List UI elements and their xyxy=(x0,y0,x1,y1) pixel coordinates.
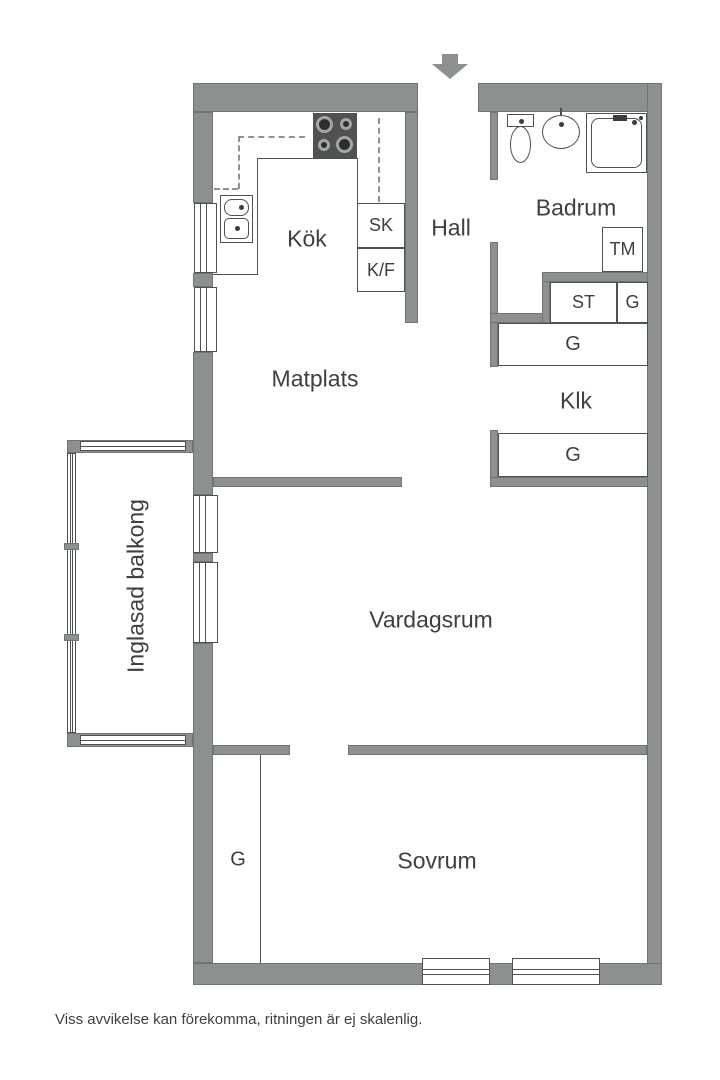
balcony-mullion xyxy=(64,634,79,641)
upper-cabinet-outline xyxy=(214,188,238,190)
wardrobe-label: G xyxy=(565,443,581,466)
counter-edge xyxy=(257,158,357,159)
window xyxy=(422,958,490,985)
cleaning-closet: ST xyxy=(550,282,617,323)
room-label-living: Vardagsrum xyxy=(369,606,493,633)
cleaning-closet-label: ST xyxy=(571,292,595,312)
room-label-kitchen: Kök xyxy=(287,225,327,252)
washing-machine: TM xyxy=(602,227,643,272)
cabinet-sk-label: SK xyxy=(368,215,393,235)
room-label-dining: Matplats xyxy=(271,365,359,392)
closet-partition xyxy=(260,755,261,963)
wall-segment xyxy=(647,83,662,985)
toilet-bowl xyxy=(510,126,531,163)
wall-segment xyxy=(490,112,498,180)
upper-cabinet-outline xyxy=(378,118,380,202)
upper-cabinet-outline xyxy=(238,136,240,189)
wall-segment xyxy=(213,745,290,755)
wall-segment xyxy=(193,83,418,112)
wall-segment xyxy=(405,112,418,323)
disclaimer-text: Viss avvikelse kan förekomma, ritningen … xyxy=(55,1011,423,1028)
wall-segment xyxy=(490,242,498,367)
wall-segment xyxy=(193,352,213,495)
wardrobe: G xyxy=(498,323,648,366)
window xyxy=(194,203,217,273)
wall-segment xyxy=(542,272,648,282)
room-label-bathroom: Badrum xyxy=(535,194,617,221)
wall-segment xyxy=(213,477,402,487)
washing-machine-label: TM xyxy=(609,239,636,259)
shower xyxy=(586,113,647,173)
wardrobe-label: G xyxy=(230,848,246,871)
window xyxy=(512,958,600,985)
balcony-glazing xyxy=(80,441,186,451)
wall-segment xyxy=(490,313,550,323)
upper-cabinet-outline xyxy=(238,136,305,138)
cabinet-kf-label: K/F xyxy=(366,259,395,280)
room-label-bedroom: Sovrum xyxy=(397,847,477,874)
stove xyxy=(313,113,357,158)
room-label-closet: Klk xyxy=(560,387,592,414)
wall-segment xyxy=(348,745,647,755)
balcony-glazing xyxy=(80,735,186,745)
balcony-glazing xyxy=(67,453,76,733)
wardrobe: G xyxy=(498,433,648,477)
wall-segment xyxy=(478,83,662,112)
counter-edge xyxy=(257,158,258,274)
window xyxy=(193,562,218,643)
wardrobe: G xyxy=(617,282,648,323)
cabinet-sk: SK xyxy=(357,203,405,248)
room-label-hall: Hall xyxy=(431,214,471,241)
wall-segment xyxy=(193,643,213,963)
cabinet-kf: K/F xyxy=(357,248,405,292)
window xyxy=(193,495,218,553)
window xyxy=(194,287,217,352)
washbasin-tap xyxy=(560,108,562,116)
wall-segment xyxy=(193,553,213,562)
balcony-mullion xyxy=(64,543,79,550)
washbasin xyxy=(542,115,580,149)
counter-edge xyxy=(213,274,258,275)
room-label-balcony: Inglasad balkong xyxy=(122,499,149,673)
kitchen-sink xyxy=(220,195,253,243)
wall-segment xyxy=(193,112,213,203)
wall-segment xyxy=(193,273,213,287)
wardrobe-label: G xyxy=(565,333,581,355)
counter-edge xyxy=(357,158,358,203)
wardrobe-label: G xyxy=(625,292,640,312)
wall-segment xyxy=(490,477,648,487)
